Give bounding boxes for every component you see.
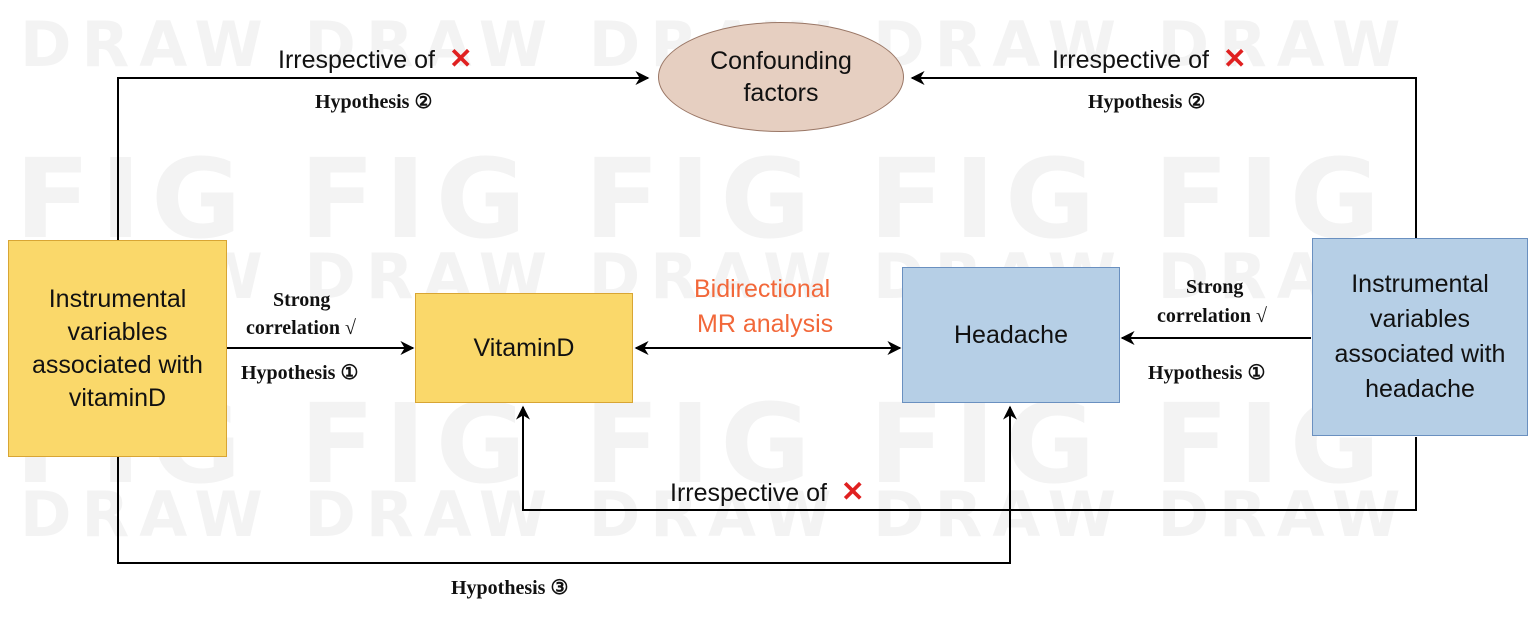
- strong-label-left: Strong: [273, 289, 331, 311]
- iv-headache-node: Instrumental variables associated with h…: [1312, 238, 1528, 436]
- iv-vitamind-node: Instrumental variables associated with v…: [8, 240, 227, 457]
- vitamind-node: VitaminD: [415, 293, 633, 403]
- correlation-label-left: correlation √: [246, 317, 357, 339]
- bidirectional-label: Bidirectional: [694, 275, 831, 303]
- arrow-ivheadache-to-vitamind: [516, 405, 1417, 511]
- hypothesis-2-label-left: Hypothesis ②: [315, 91, 433, 113]
- correlation-label-right: correlation √: [1157, 305, 1268, 327]
- arrow-ivheadache-to-confounding: [910, 71, 1417, 240]
- arrow-ivvitd-to-headache: [117, 405, 1017, 564]
- irrespective-label-right: Irrespective of✕: [1052, 43, 1247, 74]
- cross-icon: ✕: [841, 476, 865, 507]
- hypothesis-1-label-left: Hypothesis ①: [241, 362, 359, 384]
- cross-icon: ✕: [1223, 43, 1247, 74]
- irrespective-label-bottom: Irrespective of✕: [670, 476, 865, 507]
- hypothesis-2-label-right: Hypothesis ②: [1088, 91, 1206, 113]
- cross-icon: ✕: [449, 43, 473, 74]
- hypothesis-1-label-right: Hypothesis ①: [1148, 362, 1266, 384]
- mr-analysis-label: MR analysis: [697, 310, 834, 338]
- headache-node: Headache: [902, 267, 1120, 403]
- confounding-factors-node: Confounding factors: [658, 22, 904, 132]
- strong-label-right: Strong: [1186, 276, 1244, 298]
- arrow-ivvitd-to-confounding: [117, 71, 650, 240]
- hypothesis-3-label: Hypothesis ③: [451, 577, 569, 599]
- irrespective-label-left: Irrespective of✕: [278, 43, 473, 74]
